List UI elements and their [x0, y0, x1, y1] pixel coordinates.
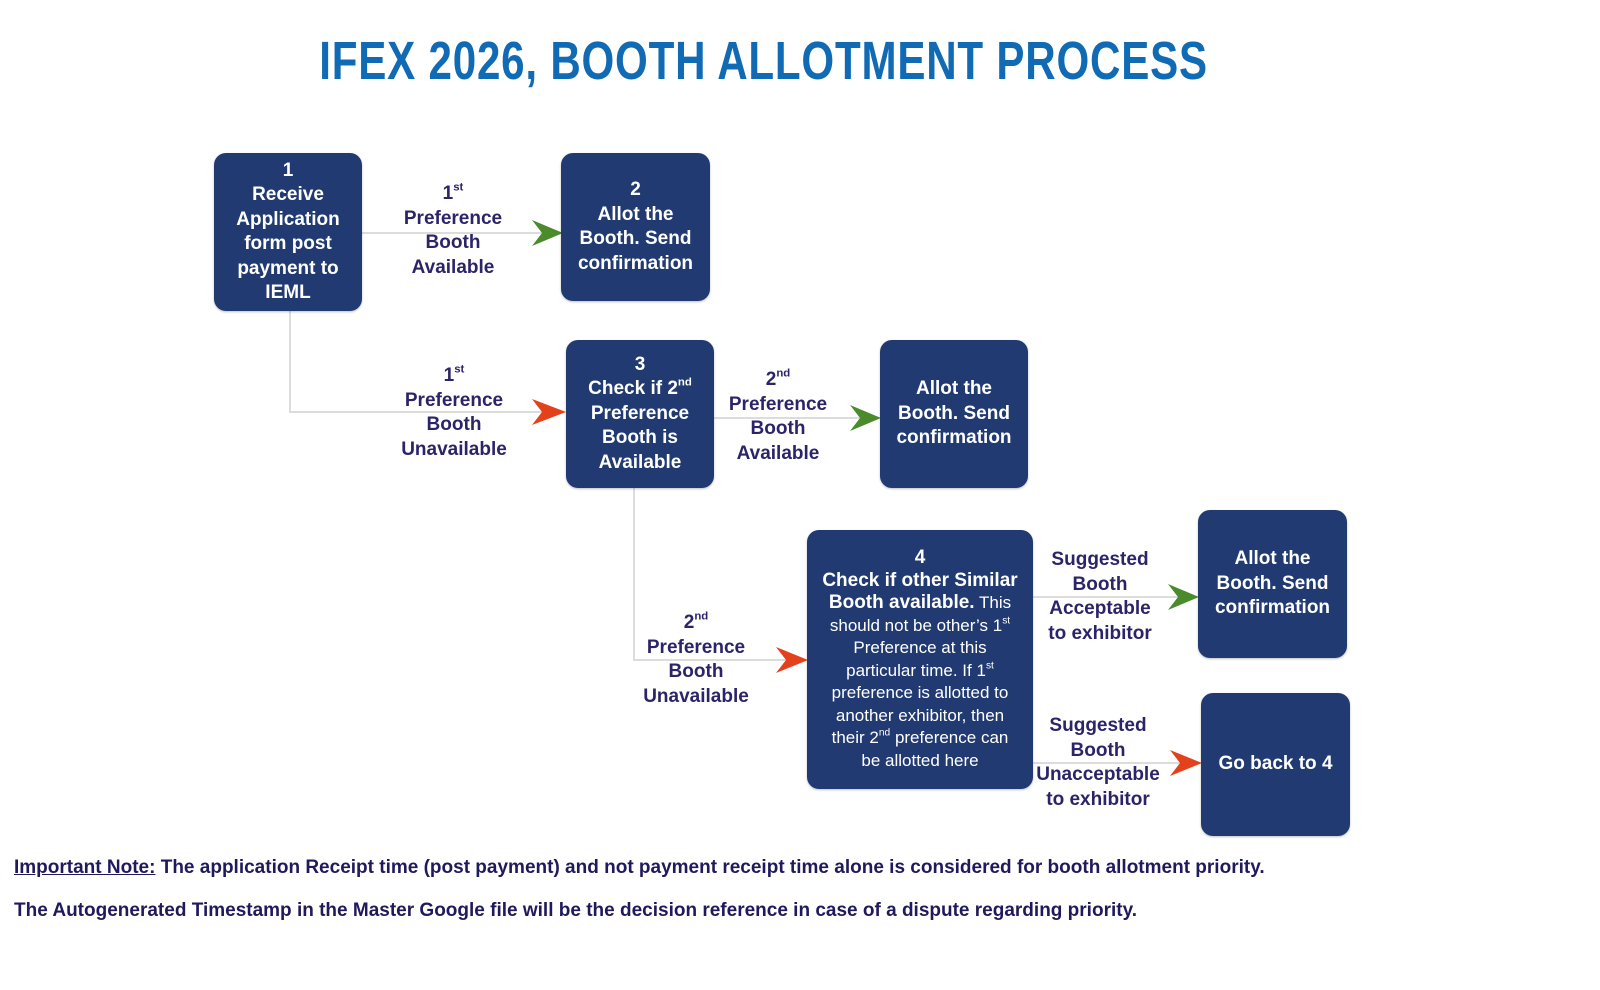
connector-1-3 — [289, 311, 550, 413]
allot-booth-suggested: Allot the Booth. Send confirmation — [1198, 510, 1347, 658]
label-1st-pref-unavailable: 1st Preference Booth Unavailable — [401, 363, 507, 460]
step-3-check-2nd-preference: 3 Check if 2nd Preference Booth is Avail… — [566, 340, 714, 488]
label-1st-pref-available: 1st Preference Booth Available — [403, 181, 503, 278]
go-back-to-4: Go back to 4 — [1201, 693, 1350, 836]
arrow-red-icon — [776, 647, 808, 673]
label-2nd-pref-unavailable: 2nd Preference Booth Unavailable — [643, 610, 749, 707]
timestamp-note: The Autogenerated Timestamp in the Maste… — [14, 900, 1138, 921]
arrow-green-icon — [1168, 584, 1199, 610]
step-2-allot-booth: 2 Allot the Booth. Send confirmation — [561, 153, 710, 301]
allot-booth-2nd-preference: Allot the Booth. Send confirmation — [880, 340, 1028, 488]
page-title: IFEX 2026, BOOTH ALLOTMENT PROCESS — [319, 31, 1209, 91]
arrow-green-icon — [532, 220, 563, 246]
important-note: Important Note: The application Receipt … — [14, 857, 1265, 878]
label-suggested-unacceptable: Suggested Booth Unacceptable to exhibito… — [1036, 715, 1160, 810]
arrow-red-icon — [1170, 750, 1202, 776]
step-4-check-similar-booth: 4 Check if other Similar Booth available… — [807, 530, 1033, 789]
step-1-receive-application: 1 Receive Application form post payment … — [214, 153, 362, 311]
label-suggested-acceptable: Suggested Booth Acceptable to exhibitor — [1048, 549, 1152, 644]
label-2nd-pref-available: 2nd Preference Booth Available — [728, 367, 828, 464]
arrow-red-icon — [532, 399, 566, 425]
connector-3-4 — [633, 488, 792, 661]
arrow-green-icon — [850, 405, 881, 431]
